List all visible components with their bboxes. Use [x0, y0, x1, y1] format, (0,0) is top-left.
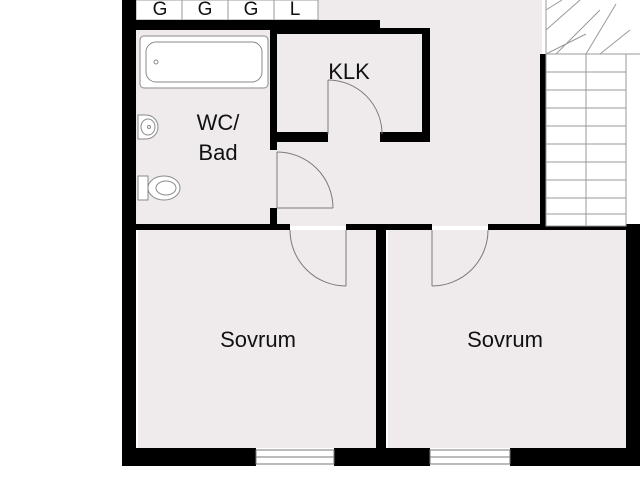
storage-label-g1: G [153, 0, 168, 20]
bath-label-line2: Bad [198, 140, 237, 165]
bedroom-divider-wall [376, 226, 386, 448]
bath-label-line1: WC/ [197, 110, 241, 135]
staircase-icon [545, 0, 640, 227]
closet-wall-right [422, 28, 430, 142]
bathtub-icon [139, 35, 269, 89]
outer-wall-bottom [122, 448, 256, 466]
bedroom-right-floor [388, 230, 636, 448]
sink-icon [137, 114, 159, 140]
windows [255, 449, 511, 465]
door-bedroom-left [289, 229, 347, 287]
door-closet [327, 79, 383, 135]
storage-label-g3: G [244, 0, 259, 20]
closet-label: KLK [328, 59, 370, 84]
outer-wall-left [122, 0, 136, 466]
bedroom-left-label: Sovrum [220, 327, 296, 352]
stair-wall [540, 54, 546, 226]
window-right [429, 449, 511, 465]
door-bath [276, 151, 334, 209]
window-left [255, 449, 335, 465]
storage-units: G G G L [135, 0, 319, 21]
closet-floor [276, 34, 422, 132]
room-labels: WC/ Bad KLK Sovrum Sovrum [197, 59, 543, 352]
closet-wall-top [270, 28, 430, 34]
walls [122, 0, 640, 466]
outer-wall-right [626, 226, 640, 466]
storage-wall [136, 20, 380, 30]
toilet-icon [137, 175, 181, 201]
door-bedroom-right [431, 229, 489, 287]
bedroom-left-floor [138, 230, 376, 448]
bedroom-right-label: Sovrum [467, 327, 543, 352]
storage-label-g2: G [198, 0, 213, 20]
storage-label-l: L [290, 0, 301, 20]
doors [276, 79, 489, 287]
